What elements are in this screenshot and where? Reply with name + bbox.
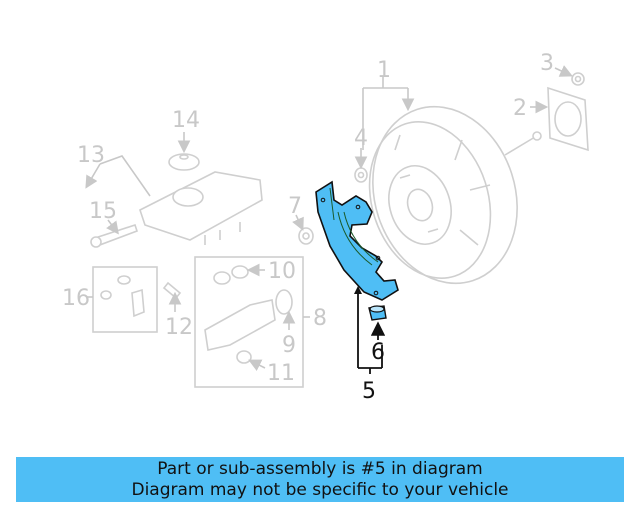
nut-4 [354, 167, 368, 183]
callout-9[interactable]: 9 [282, 333, 296, 358]
callout-11[interactable]: 11 [267, 361, 295, 386]
fluid-reservoir [139, 171, 263, 245]
callout-10[interactable]: 10 [268, 259, 296, 284]
info-banner: Part or sub-assembly is #5 in diagram Di… [16, 457, 624, 502]
brake-booster [368, 105, 542, 285]
callout-16[interactable]: 16 [62, 286, 90, 311]
banner-line-disclaimer: Diagram may not be specific to your vehi… [131, 479, 509, 500]
callout-4[interactable]: 4 [354, 126, 368, 151]
callout-1[interactable]: 1 [377, 58, 391, 83]
master-cylinder [204, 265, 293, 364]
grommet-part-6 [368, 305, 387, 321]
callout-2[interactable]: 2 [513, 96, 527, 121]
callout-13[interactable]: 13 [77, 143, 105, 168]
callout-5[interactable]: 5 [362, 379, 376, 404]
callout-7[interactable]: 7 [288, 194, 302, 219]
callout-6[interactable]: 6 [371, 340, 385, 365]
callout-12[interactable]: 12 [165, 315, 193, 340]
banner-line-part: Part or sub-assembly is #5 in diagram [157, 458, 483, 479]
callout-15[interactable]: 15 [89, 199, 117, 224]
callout-8[interactable]: 8 [313, 306, 327, 331]
master-cylinder-box [194, 256, 304, 388]
callout-14[interactable]: 14 [172, 108, 200, 133]
parts-diagram: 1 2 3 4 5 6 7 8 9 10 11 12 13 14 15 16 [62, 51, 589, 404]
sensor-box [92, 266, 158, 333]
nut-3 [571, 72, 585, 86]
pin-15 [90, 223, 139, 248]
callout-3[interactable]: 3 [540, 51, 554, 76]
reservoir-cap [168, 153, 200, 171]
dust-shield-part-5[interactable] [315, 180, 399, 301]
nut-7 [298, 227, 314, 245]
gasket [547, 86, 589, 152]
bolt-12 [162, 281, 182, 300]
